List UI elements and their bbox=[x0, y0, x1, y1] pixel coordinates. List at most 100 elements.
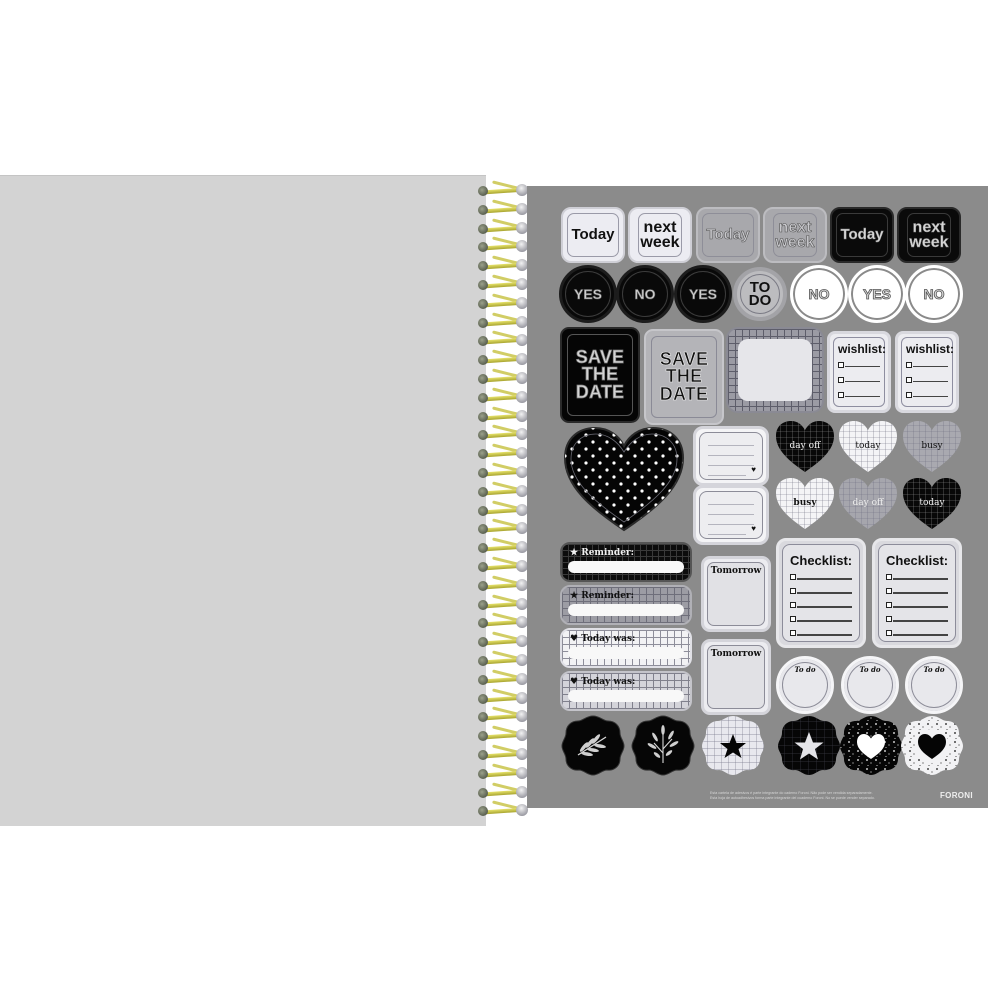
checkbox-icon bbox=[886, 616, 892, 622]
heart-icon bbox=[840, 716, 902, 775]
checkbox-icon bbox=[886, 630, 892, 636]
heart-label: today bbox=[855, 441, 881, 451]
grid-heart-icon bbox=[839, 478, 897, 529]
sticker-label: NO bbox=[808, 286, 830, 303]
sticker-label: YES bbox=[688, 286, 718, 303]
sticker-checklist-2[interactable]: Checklist: bbox=[872, 538, 962, 648]
checkbox-line bbox=[906, 388, 948, 401]
sticker-heart-today-white[interactable]: today bbox=[837, 419, 899, 474]
checkbox-icon bbox=[790, 630, 796, 636]
heart-label: today bbox=[919, 498, 945, 508]
spiral-coil bbox=[476, 462, 532, 480]
spiral-coil bbox=[476, 368, 532, 386]
sticker-reminder-gray[interactable]: ★ Reminder: bbox=[560, 585, 692, 625]
sticker-label: YES bbox=[573, 286, 603, 303]
sticker-save-the-date-gray[interactable]: SAVE THE DATE bbox=[644, 329, 724, 425]
sticker-yes-black[interactable]: YES bbox=[559, 265, 617, 323]
sticker-next-week-gray[interactable]: next week bbox=[763, 207, 827, 263]
sticker-save-the-date-black[interactable]: SAVE THE DATE bbox=[560, 327, 640, 423]
reminder-label: Reminder: bbox=[581, 591, 634, 601]
heart-icon: ♥ bbox=[751, 465, 756, 474]
sticker-no-white-2[interactable]: NO bbox=[905, 265, 963, 323]
sticker-grid-frame[interactable] bbox=[726, 327, 824, 413]
spiral-coil bbox=[476, 725, 532, 743]
checkbox-line bbox=[838, 373, 880, 386]
sticker-today-gray[interactable]: Today bbox=[696, 207, 760, 263]
sticker-yes-white[interactable]: YES bbox=[848, 265, 906, 323]
sticker-wishlist-1[interactable]: wishlist: bbox=[827, 331, 891, 413]
write-in-field bbox=[568, 604, 684, 616]
sticker-label: next week bbox=[907, 213, 951, 257]
sticker-heart-today-black[interactable]: today bbox=[901, 476, 963, 531]
checkbox-line bbox=[790, 598, 852, 612]
spiral-coil bbox=[476, 706, 532, 724]
sticker-badge-heart-speckle-white[interactable] bbox=[899, 713, 965, 777]
checkbox-icon bbox=[906, 376, 912, 383]
sticker-heart-day-off-gray[interactable]: day off bbox=[837, 476, 899, 531]
sticker-to-do-circle-1[interactable]: To do bbox=[776, 656, 834, 714]
heart-icon bbox=[901, 716, 963, 775]
heart-label: day off bbox=[789, 441, 821, 451]
sticker-wishlist-2[interactable]: wishlist: bbox=[895, 331, 959, 413]
checkbox-line bbox=[886, 626, 948, 640]
sticker-note-card-1[interactable]: ♥ bbox=[693, 426, 769, 486]
sticker-badge-leaf-sprig[interactable] bbox=[630, 713, 696, 777]
today-was-label: Today was: bbox=[581, 677, 636, 687]
checkbox-icon bbox=[906, 361, 912, 368]
leaf-branch-icon bbox=[561, 715, 625, 776]
sticker-to-do-gray[interactable]: TO DO bbox=[733, 267, 787, 321]
sticker-heart-busy-gray[interactable]: busy bbox=[901, 419, 963, 474]
sticker-heart-busy-white[interactable]: busy bbox=[774, 476, 836, 531]
sticker-today-black[interactable]: Today bbox=[830, 207, 894, 263]
write-in-field bbox=[568, 690, 684, 702]
polka-heart-icon bbox=[563, 426, 685, 532]
checkbox-line bbox=[790, 612, 852, 626]
today-was-label: Today was: bbox=[581, 634, 636, 644]
sticker-tomorrow-2[interactable]: Tomorrow bbox=[701, 639, 771, 715]
sticker-badge-star-grid[interactable] bbox=[700, 713, 766, 777]
checkbox-icon bbox=[886, 574, 892, 580]
sticker-today-was-white[interactable]: ♥ Today was: bbox=[560, 628, 692, 668]
spiral-coil bbox=[476, 330, 532, 348]
sticker-reminder-black[interactable]: ★ Reminder: bbox=[560, 542, 692, 582]
sticker-heart-day-off-black[interactable]: day off bbox=[774, 419, 836, 474]
notebook-left-page bbox=[0, 175, 486, 826]
write-in-field bbox=[568, 647, 684, 659]
sticker-yes-black-2[interactable]: YES bbox=[674, 265, 732, 323]
sticker-badge-leaf-branch[interactable] bbox=[560, 713, 626, 777]
sticker-label: Today bbox=[567, 213, 619, 257]
sticker-tomorrow-1[interactable]: Tomorrow bbox=[701, 556, 771, 632]
sticker-no-black[interactable]: NO bbox=[616, 265, 674, 323]
checkbox-line bbox=[790, 626, 852, 640]
heart-icon: ♥ bbox=[751, 524, 756, 533]
spiral-coil bbox=[476, 406, 532, 424]
spiral-coil bbox=[476, 556, 532, 574]
sticker-big-heart-polka[interactable] bbox=[561, 424, 687, 534]
checklist-title: Checklist: bbox=[790, 553, 853, 568]
sticker-badge-heart-speckle-black[interactable] bbox=[838, 713, 904, 777]
sticker-to-do-circle-2[interactable]: To do bbox=[841, 656, 899, 714]
spiral-coil bbox=[476, 424, 532, 442]
checkbox-icon bbox=[790, 588, 796, 594]
sticker-note-card-2[interactable]: ♥ bbox=[693, 485, 769, 545]
sticker-badge-star-black[interactable] bbox=[776, 713, 842, 777]
sticker-checklist-1[interactable]: Checklist: bbox=[776, 538, 866, 648]
sticker-no-white[interactable]: NO bbox=[790, 265, 848, 323]
sticker-label: next week bbox=[638, 213, 682, 257]
sticker-next-week-white[interactable]: next week bbox=[628, 207, 692, 263]
sticker-next-week-black[interactable]: next week bbox=[897, 207, 961, 263]
sticker-to-do-circle-3[interactable]: To do bbox=[905, 656, 963, 714]
spiral-coil bbox=[476, 293, 532, 311]
sticker-today-white[interactable]: Today bbox=[561, 207, 625, 263]
tomorrow-label: Tomorrow bbox=[710, 649, 762, 659]
sticker-today-was-light[interactable]: ♥ Today was: bbox=[560, 671, 692, 711]
checkbox-line bbox=[838, 388, 880, 401]
spiral-coil bbox=[476, 782, 532, 800]
wishlist-title: wishlist: bbox=[906, 342, 955, 356]
checkbox-line bbox=[886, 570, 948, 584]
grid-heart-icon bbox=[839, 421, 897, 472]
spiral-coil bbox=[476, 312, 532, 330]
spiral-coil bbox=[476, 744, 532, 762]
fine-print-line: Esta cartela de adesivos é parte integra… bbox=[710, 791, 873, 795]
checkbox-icon bbox=[838, 376, 844, 383]
